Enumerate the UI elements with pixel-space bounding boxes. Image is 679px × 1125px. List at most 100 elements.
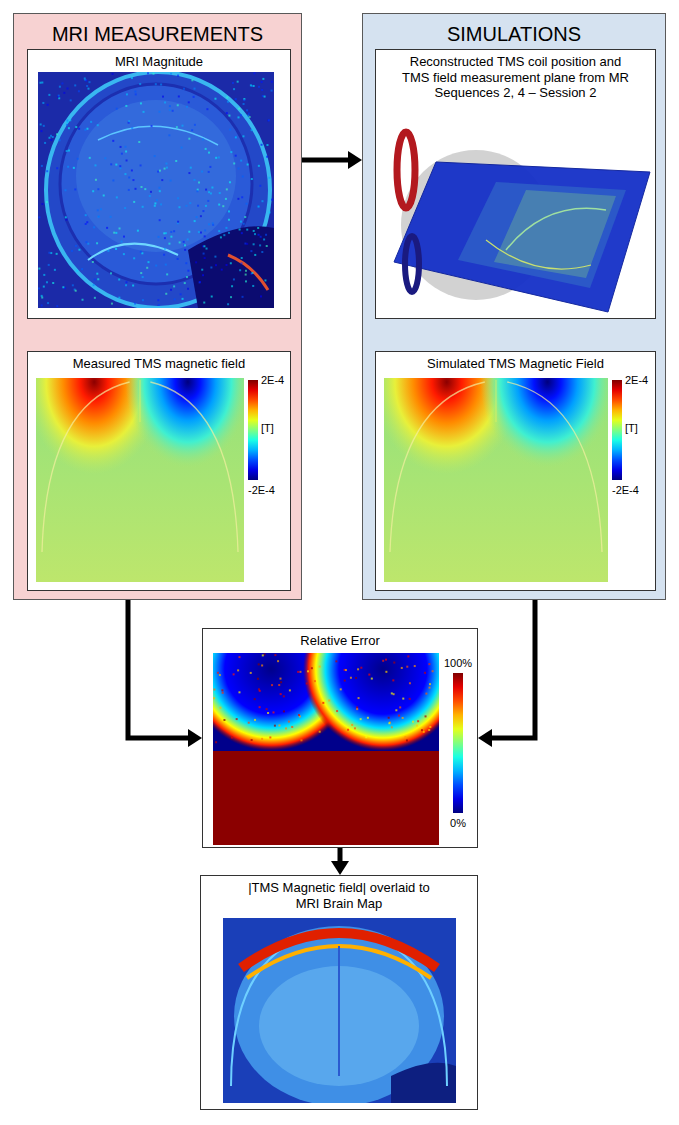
graphic-part	[280, 681, 282, 683]
graphic-part	[170, 231, 172, 233]
graphic-part	[344, 680, 346, 682]
colorbar	[248, 380, 258, 480]
graphic-part	[164, 248, 166, 250]
panel: MRI MEASUREMENTSMRI MagnitudeMeasured TM…	[13, 13, 302, 600]
graphic-part	[388, 717, 390, 719]
graphic-part	[50, 252, 52, 254]
graphic-part	[365, 736, 367, 738]
graphic-part	[170, 289, 172, 291]
graphic-part	[229, 129, 231, 131]
graphic-part	[253, 85, 255, 87]
graphic-part	[202, 245, 204, 247]
graphic-part	[218, 230, 220, 232]
graphic-part	[62, 286, 64, 288]
graphic-part	[46, 201, 48, 203]
render-3d	[394, 132, 650, 312]
graphic-part	[78, 128, 80, 130]
graphic-part	[140, 164, 142, 166]
graphic-part	[258, 165, 260, 167]
graphic-part	[191, 79, 193, 81]
graphic-part	[65, 216, 67, 218]
graphic-part	[60, 84, 252, 284]
graphic-part	[185, 205, 187, 207]
illustration	[201, 876, 479, 1111]
graphic-part	[84, 129, 86, 131]
graphic-part	[74, 289, 76, 291]
graphic-part	[238, 116, 240, 118]
graphic-part	[429, 687, 431, 689]
graphic-part	[238, 108, 240, 110]
graphic-part	[385, 659, 387, 661]
graphic-part	[61, 82, 63, 84]
graphic-part	[135, 188, 137, 190]
graphic-part	[239, 269, 241, 271]
graphic-part	[393, 693, 395, 695]
graphic-part	[168, 134, 170, 136]
graphic-part	[213, 689, 215, 691]
graphic-part	[126, 93, 128, 95]
graphic-part	[235, 98, 237, 100]
graphic-part	[92, 261, 94, 263]
graphic-part	[236, 718, 238, 720]
graphic-part	[95, 179, 97, 181]
graphic-part	[421, 729, 423, 731]
graphic-part	[266, 245, 268, 247]
graphic-part	[428, 729, 430, 731]
graphic-part	[191, 129, 193, 131]
graphic-part	[56, 167, 58, 169]
graphic-part	[96, 273, 98, 275]
graphic-part	[67, 121, 69, 123]
graphic-part	[160, 203, 162, 205]
graphic-part	[47, 302, 49, 304]
graphic-part	[322, 702, 324, 704]
graphic-part	[249, 116, 251, 118]
graphic-part	[350, 677, 352, 679]
graphic-part	[259, 690, 261, 692]
graphic-part	[355, 677, 357, 679]
graphic-part	[184, 282, 186, 284]
graphic-part	[172, 110, 174, 112]
graphic-part	[125, 150, 127, 152]
graphic-part	[196, 216, 198, 218]
graphic-part	[260, 236, 262, 238]
graphic-part	[406, 666, 408, 668]
graphic-part	[87, 88, 89, 90]
graphic-part	[258, 206, 260, 208]
graphic-part	[401, 667, 403, 669]
graphic-part	[103, 194, 105, 196]
graphic-part	[206, 248, 208, 250]
graphic-part	[345, 669, 347, 671]
graphic-part	[240, 221, 242, 223]
graphic-part	[128, 189, 130, 191]
graphic-part	[46, 170, 48, 172]
graphic-part	[231, 930, 447, 1086]
graphic-part	[41, 82, 43, 84]
graphic-part	[226, 96, 228, 98]
graphic-part	[194, 220, 196, 222]
graphic-part	[163, 254, 165, 256]
graphic-part	[283, 710, 285, 712]
graphic-part	[258, 86, 260, 88]
graphic-part	[319, 731, 321, 733]
graphic-part	[177, 258, 179, 260]
graphic-part	[401, 150, 551, 300]
graphic-part	[43, 274, 45, 276]
graphic-part	[246, 203, 248, 205]
flow-arrow	[338, 848, 343, 861]
graphic-part	[44, 142, 46, 144]
graphic-part	[384, 378, 521, 474]
graphic-part	[241, 933, 437, 968]
graphic-part	[182, 298, 184, 300]
graphic-part	[48, 94, 50, 96]
graphic-part	[414, 665, 416, 667]
graphic-part	[85, 223, 87, 225]
graphic-part	[259, 966, 419, 1086]
graphic-part	[85, 214, 87, 216]
graphic-part	[416, 725, 418, 727]
graphic-part	[39, 82, 41, 84]
box-caption: Measured TMS magnetic field	[34, 356, 284, 372]
graphic-part	[147, 72, 149, 74]
graphic-part	[50, 135, 52, 137]
graphic-part	[186, 276, 188, 278]
graphic-part	[36, 378, 244, 582]
